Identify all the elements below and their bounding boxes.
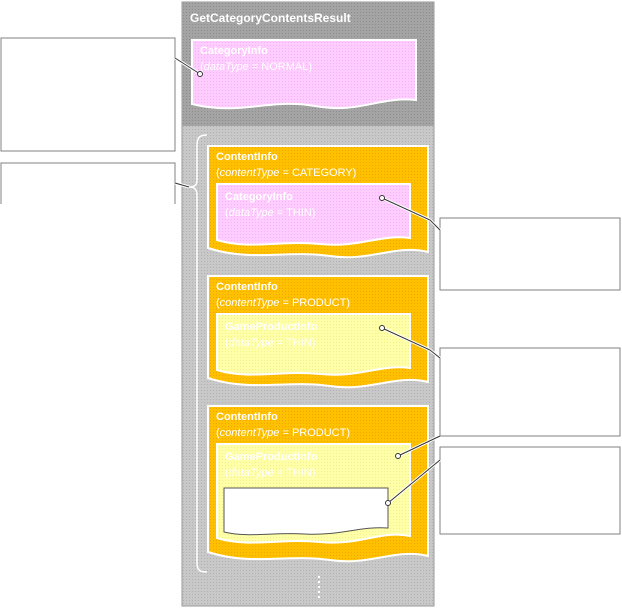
content-info-attr: (contentType = PRODUCT) xyxy=(216,427,350,439)
inner-info-attr: (dataType = THIN) xyxy=(225,207,315,219)
callout-box-4 xyxy=(439,347,621,437)
content-info-product-2: ContentInfo (contentType = PRODUCT) Game… xyxy=(207,405,429,563)
content-info-attr: (contentType = PRODUCT) xyxy=(216,297,350,309)
callout-boxes xyxy=(0,37,621,535)
content-info-attr: (contentType = CATEGORY) xyxy=(216,167,356,179)
inner-info-attr: (dataType = THIN) xyxy=(225,337,315,349)
inner-info-title: GameProductInfo xyxy=(225,321,318,333)
inner-info-title: GameProductInfo xyxy=(225,451,318,463)
category-info-title: CategoryInfo xyxy=(200,45,268,57)
category-info-attr: (dataType = NORMAL) xyxy=(200,61,312,73)
content-info-title: ContentInfo xyxy=(216,411,278,423)
callout-box-5 xyxy=(439,446,621,535)
inner-info-attr: (dataType = THIN) xyxy=(225,467,315,479)
content-info-title: ContentInfo xyxy=(216,151,278,163)
inner-category-info-thin xyxy=(216,183,411,246)
inner-info-title: CategoryInfo xyxy=(225,191,293,203)
callout-box-3 xyxy=(439,217,621,291)
content-info-product-1: ContentInfo (contentType = PRODUCT) Game… xyxy=(207,275,429,389)
nested-detail-box xyxy=(223,487,389,536)
content-info-title: ContentInfo xyxy=(216,281,278,293)
category-info-normal: CategoryInfo (dataType = NORMAL) xyxy=(191,39,417,110)
connector-endpoints xyxy=(197,71,401,506)
callout-box-2 xyxy=(0,162,176,204)
callout-box-1 xyxy=(0,37,176,152)
inner-game-product-info-thin xyxy=(216,313,411,376)
connector-lines-dark xyxy=(174,57,441,504)
content-info-category: ContentInfo (contentType = CATEGORY) Cat… xyxy=(207,145,429,259)
result-title: GetCategoryContentsResult xyxy=(190,11,351,25)
